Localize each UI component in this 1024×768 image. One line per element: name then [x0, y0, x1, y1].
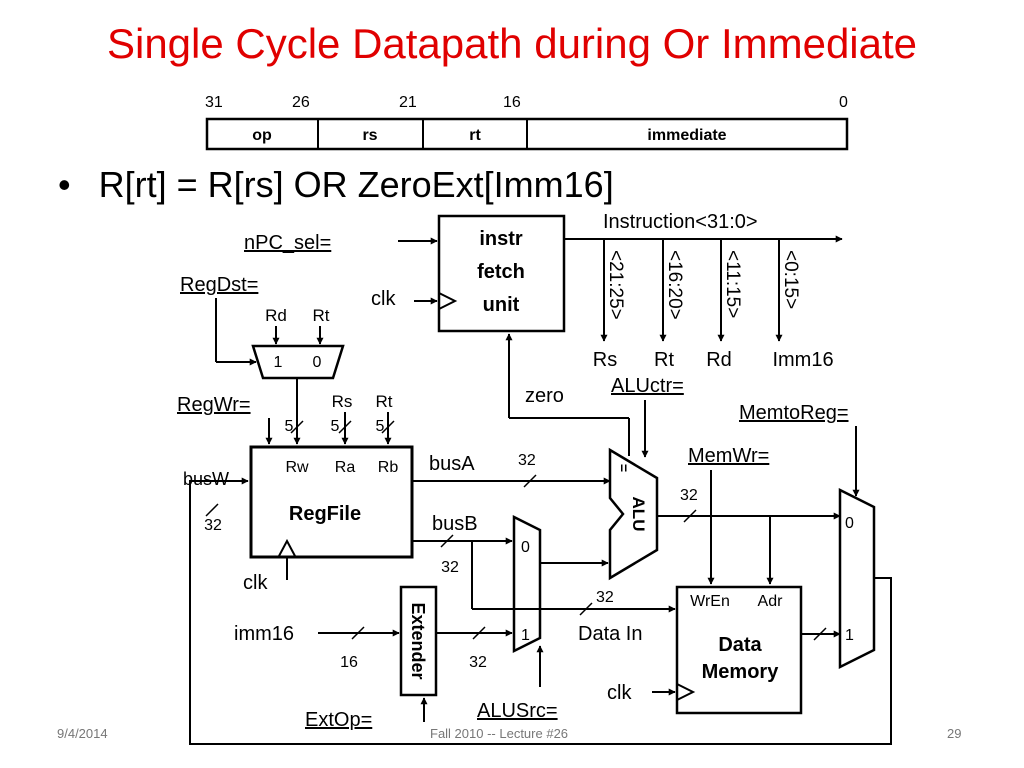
regfile-box	[249, 445, 414, 559]
field-rs: rs	[362, 127, 377, 144]
regfile-port-rb: Rb	[378, 459, 399, 476]
bus-width-label: 32	[204, 517, 222, 534]
data-in-label: Data In	[578, 623, 642, 645]
field-range-label: <21:25>	[605, 250, 626, 320]
bit-number: 16	[503, 94, 521, 111]
bit-number: 26	[292, 94, 310, 111]
bus-width-label: 32	[469, 654, 487, 671]
zero-label: zero	[525, 385, 564, 407]
busb-label: busB	[432, 513, 478, 535]
clock-triangle-icon	[278, 538, 296, 557]
alusrc-mux: 0 1	[512, 514, 609, 687]
regfile-source-rs: Rs	[332, 392, 353, 411]
mux-input-label: 0	[521, 539, 530, 556]
bit-number: 31	[205, 94, 223, 111]
regfile-port-rw: Rw	[285, 459, 309, 476]
memwr-label: MemWr=	[688, 445, 769, 467]
mux-input-label: 1	[521, 627, 530, 644]
instruction-format: 31 26 21 16 0 op rs rt immediate	[205, 94, 849, 151]
data-memory-label-line: Memory	[702, 661, 780, 683]
regfile-source-rt: Rt	[376, 392, 393, 411]
memtoreg-mux: 0 1	[189, 426, 892, 745]
regfile-port-ra: Ra	[335, 459, 356, 476]
register-buses: busA 32 busB 32 32 Data In	[412, 452, 676, 645]
bit-number: 0	[839, 94, 848, 111]
field-range-label: <16:20>	[664, 250, 685, 320]
bus-width-label: 32	[518, 452, 536, 469]
bus-width-label: 16	[340, 654, 358, 671]
bus-width-label: 5	[285, 418, 294, 435]
register-file: Rw Ra Rb RegFile clk Rs Rt 5 5 5 busW 32	[183, 392, 414, 594]
alusrc-label: ALUSrc=	[477, 700, 558, 722]
ifu-label-line: fetch	[477, 261, 525, 283]
bullet-symbol: •	[58, 164, 71, 205]
ifu-label-line: unit	[483, 294, 520, 316]
ifu-box	[437, 214, 566, 333]
field-rt: rt	[469, 127, 481, 144]
field-range-label: <11:15>	[722, 250, 743, 318]
regwr-label: RegWr=	[177, 394, 251, 416]
busw-label: busW	[183, 469, 229, 489]
clock-triangle-icon	[438, 292, 458, 310]
field-immediate: immediate	[647, 127, 726, 144]
regfile-clk-label: clk	[243, 572, 268, 594]
extender-label: Extender	[408, 602, 428, 679]
memtoreg-mux-shape	[838, 487, 876, 670]
regdst-label: RegDst=	[180, 274, 258, 296]
clock-triangle-icon	[676, 683, 696, 701]
alu-equal-sign: =	[616, 464, 632, 472]
instruction-bus-label: Instruction<31:0>	[603, 211, 758, 233]
field-output-rd: Rd	[706, 349, 732, 371]
bit-number: 21	[399, 94, 417, 111]
alusrc-mux-shape	[512, 514, 542, 654]
busa-label: busA	[429, 453, 475, 475]
field-op: op	[252, 127, 272, 144]
memtoreg-label: MemtoReg=	[739, 402, 849, 424]
mux-input-label: 0	[845, 515, 854, 532]
memory-port-wren: WrEn	[690, 593, 730, 610]
ifu-label-line: instr	[479, 228, 523, 250]
bus-width-label: 32	[680, 487, 698, 504]
alu-label: ALU	[629, 497, 648, 532]
field-output-imm16: Imm16	[772, 349, 833, 371]
extop-label: ExtOp=	[305, 709, 372, 731]
regdst-input-rt: Rt	[313, 306, 330, 325]
bullet-equation: • R[rt] = R[rs] OR ZeroExt[Imm16]	[58, 164, 614, 206]
bus-width-label: 32	[441, 559, 459, 576]
field-output-rs: Rs	[593, 349, 617, 371]
npc-sel-label: nPC_sel=	[244, 232, 331, 254]
mux-select-label: 0	[313, 354, 322, 371]
aluctr-label: ALUctr=	[611, 375, 684, 397]
footer-page-number: 29	[947, 726, 962, 741]
instruction-fetch-unit: instr fetch unit clk Instruction<31:0> <…	[371, 211, 843, 456]
control-signals: nPC_sel= RegDst= RegWr= ALUctr= MemtoReg…	[177, 232, 849, 731]
regdst-input-rd: Rd	[265, 306, 287, 325]
mux-input-label: 1	[845, 627, 854, 644]
memory-clk-label: clk	[607, 682, 632, 704]
bus-width-label: 5	[376, 418, 385, 435]
regfile-label: RegFile	[289, 503, 361, 525]
ifu-clk-label: clk	[371, 288, 396, 310]
mux-select-label: 1	[274, 354, 283, 371]
imm16-label: imm16	[234, 623, 294, 645]
field-range-label: <0:15>	[780, 250, 801, 309]
memory-port-adr: Adr	[758, 593, 784, 610]
regdst-mux: Rd Rt 1 0	[215, 298, 345, 445]
regdst-mux-shape	[251, 344, 345, 380]
field-output-rt: Rt	[654, 349, 674, 371]
equation-text: R[rt] = R[rs] OR ZeroExt[Imm16]	[98, 164, 614, 205]
footer-date: 9/4/2014	[57, 726, 108, 741]
data-memory-box	[675, 585, 803, 715]
bus-width-label: 32	[596, 589, 614, 606]
data-memory-label-line: Data	[718, 634, 762, 656]
footer-course: Fall 2010 -- Lecture #26	[430, 726, 569, 741]
bus-width-label: 5	[331, 418, 340, 435]
alu: ALU = 32	[608, 400, 841, 585]
alu-shape	[608, 447, 659, 581]
slide-title: Single Cycle Datapath during Or Immediat…	[106, 20, 918, 67]
extender: Extender imm16 16 32	[234, 585, 513, 722]
data-memory: WrEn Adr Data Memory clk	[607, 470, 841, 715]
extender-box	[399, 585, 438, 697]
